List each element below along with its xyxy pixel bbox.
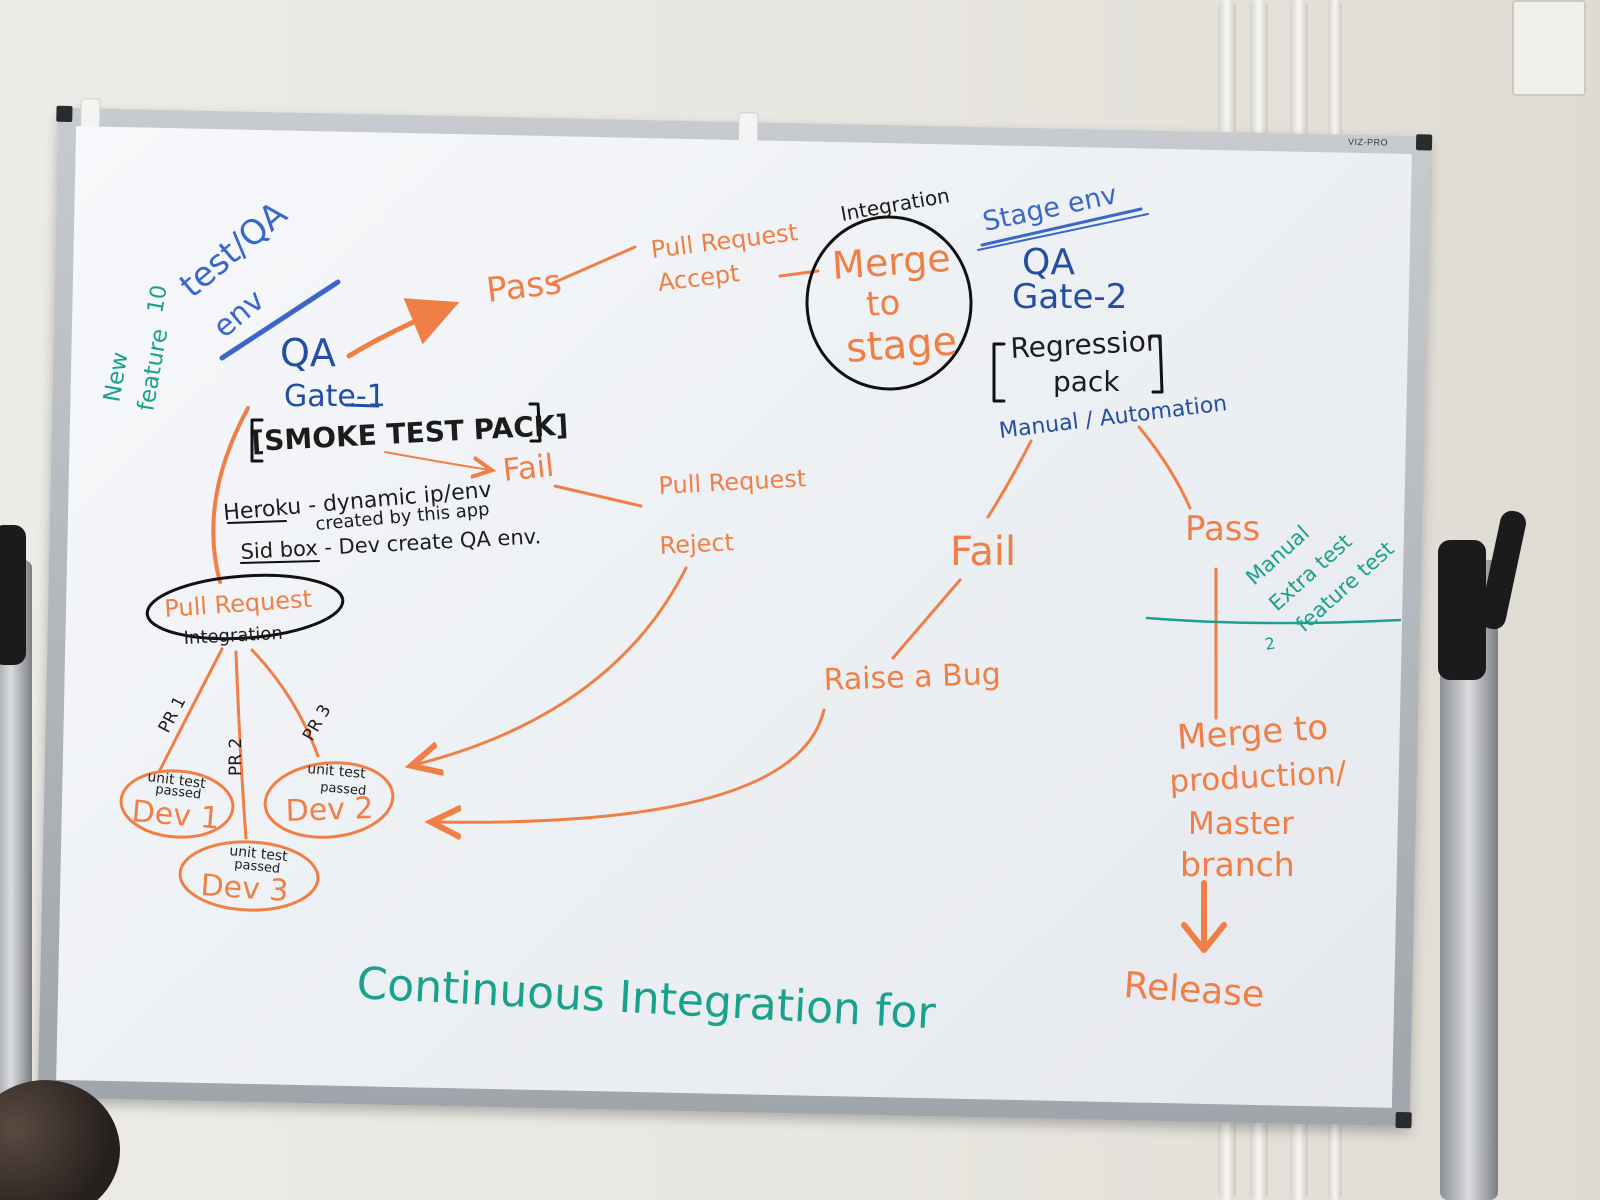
gate1-label: Gate-1 <box>284 379 386 414</box>
dev3-oval <box>178 840 320 912</box>
pass-right-label: Pass <box>1185 509 1260 549</box>
qa-gate1-title: QA <box>280 331 336 375</box>
pr3-line <box>250 648 320 758</box>
merge-production-line-3: Master <box>1188 806 1294 842</box>
automation-to-pass-line <box>1137 425 1192 510</box>
unit-test-1-line-1: unit test <box>147 769 207 792</box>
pass-top-label: Pass <box>484 262 564 311</box>
gate1-underline <box>344 403 380 408</box>
new-feature-label-3: 10 <box>143 283 172 315</box>
stage-env-underline-1 <box>980 207 1143 247</box>
regression-line-2: pack <box>1053 365 1120 398</box>
sidbox-line: Sid box - Dev create QA env. <box>240 524 542 564</box>
smoke-bracket-right <box>528 402 542 443</box>
test-qa-env-label: test/QA <box>172 194 295 306</box>
reject-return-arrow <box>414 566 688 765</box>
fail-top-arrow <box>384 451 490 470</box>
merge-stage-line-1: Merge <box>831 236 952 288</box>
pull-request-accept-line-1: Pull Request <box>649 218 799 264</box>
dev1-oval <box>119 769 235 839</box>
merge-to-stage-oval <box>805 215 973 391</box>
regression-bracket-left <box>992 342 1006 403</box>
unit-test-2-line-2: passed <box>320 780 367 799</box>
merge-production-line-4: branch <box>1180 845 1295 884</box>
unit-test-1-line-2: passed <box>155 782 203 802</box>
pull-request-oval <box>145 573 345 641</box>
pr2-line <box>234 650 248 840</box>
merge-stage-line-2: to <box>865 283 902 325</box>
right-clamp <box>1438 540 1486 680</box>
pull-request-accept-line-2: Accept <box>656 259 741 297</box>
wall-socket <box>1512 0 1586 96</box>
pass-to-accept-connector <box>551 245 637 285</box>
manual-to-fail-line <box>986 439 1033 519</box>
pass-arrow <box>346 298 460 359</box>
pr2-label: PR 2 <box>226 738 246 776</box>
env-label: env <box>207 283 272 345</box>
pull-request-to-gate-curve <box>211 406 250 584</box>
unit-test-2-line-1: unit test <box>307 761 367 782</box>
regression-line-1: Regression <box>1010 324 1165 365</box>
manual-automation-label: Manual / Automation <box>998 391 1229 444</box>
pr1-line <box>158 647 224 772</box>
sidbox-underline <box>240 560 320 564</box>
pull-request-reject-line-2: Reject <box>659 528 735 560</box>
raise-bug-label: Raise a Bug <box>823 657 1001 698</box>
release-label: Release <box>1122 965 1265 1016</box>
bug-return-arrow <box>434 708 826 822</box>
stage-env-underline-2 <box>977 213 1149 251</box>
gate2-label: Gate-2 <box>1012 277 1127 317</box>
extra-test-crossline <box>1145 616 1402 625</box>
qa-env-underline <box>219 279 341 361</box>
unit-test-3-line-1: unit test <box>229 843 289 865</box>
merge-stage-line-3: stage <box>844 318 958 372</box>
merge-production-line-1: Merge to <box>1176 708 1330 758</box>
smoke-bracket-left <box>250 418 264 463</box>
release-arrow-head <box>1181 922 1227 953</box>
left-clamp <box>0 525 26 665</box>
dev1-label: Dev 1 <box>130 794 221 837</box>
pull-request-reject-line-1: Pull Request <box>658 464 807 500</box>
pull-request-left-label: Pull Request <box>163 585 312 623</box>
heroku-underline <box>227 520 287 524</box>
pr1-label: PR 1 <box>155 693 191 736</box>
new-feature-label: New <box>99 350 133 404</box>
dev3-label: Dev 3 <box>199 868 289 909</box>
footer-title: Continuous Integration for <box>355 958 937 1039</box>
new-feature-label-2: feature <box>133 327 173 413</box>
integration-left-label: Integration <box>183 623 283 649</box>
regression-bracket-right <box>1149 334 1164 394</box>
fail-right-label: Fail <box>950 529 1016 575</box>
unit-test-3-line-2: passed <box>234 857 281 877</box>
merge-production-line-2: production/ <box>1169 755 1348 800</box>
dev2-label: Dev 2 <box>285 791 374 829</box>
extra-test-marker: 2 <box>1263 633 1276 653</box>
qa-gate2-title: QA <box>1022 242 1075 283</box>
dev2-oval <box>263 761 395 839</box>
fail-to-reject-connector <box>553 484 643 508</box>
fail-to-bug-line <box>891 578 962 660</box>
fail-top-label: Fail <box>501 448 556 489</box>
integration-top-label: Integration <box>839 183 952 226</box>
